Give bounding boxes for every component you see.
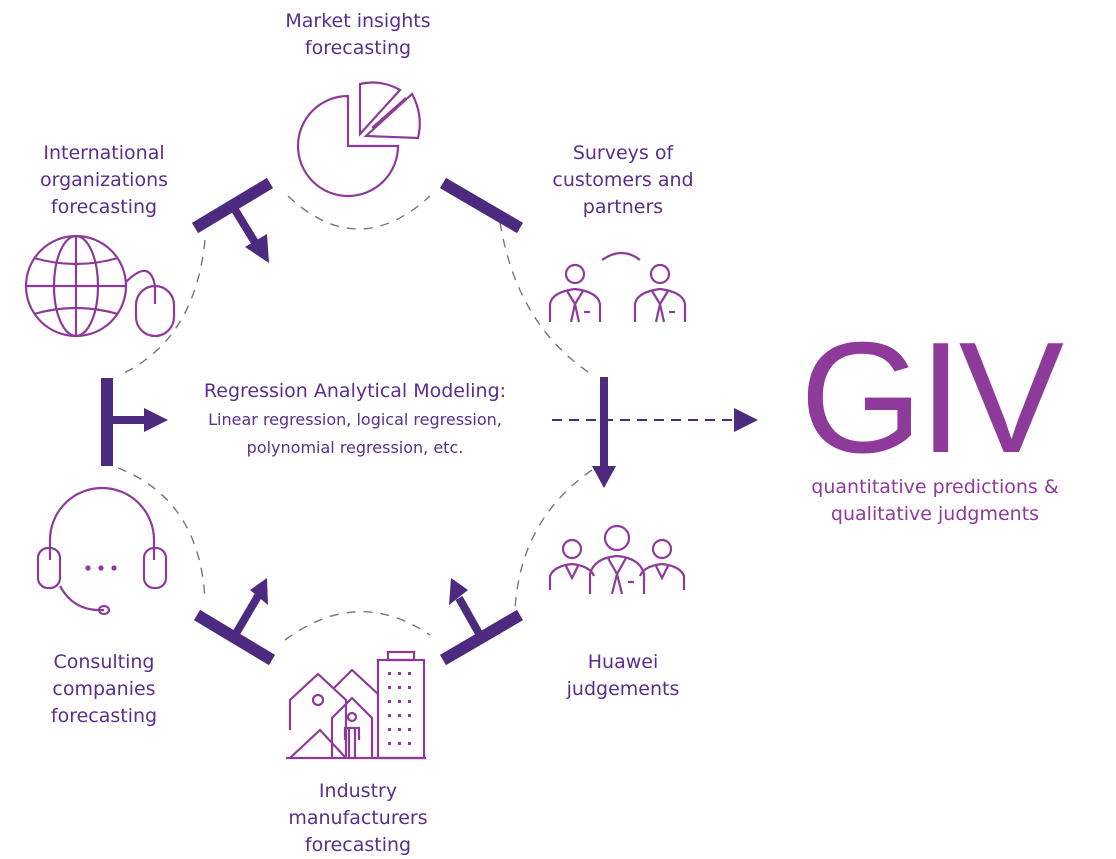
consulting-label-line-1: Consulting (53, 651, 155, 673)
arrow-bottom-right (439, 578, 524, 666)
industry-label-line-3: forecasting (304, 834, 412, 856)
surveys-label: Surveys of customers and partners (518, 140, 728, 221)
arrow-bottom-left (193, 578, 276, 666)
group-people-icon (548, 524, 686, 595)
international-label-line-2: organizations (39, 169, 169, 191)
huawei-label: Huawei judgements (518, 649, 728, 703)
output-arrow (552, 408, 758, 432)
dashed-arc-right (514, 469, 593, 611)
regression-title: Regression Analytical Modeling: (203, 380, 507, 402)
international-label-line-1: International (43, 142, 165, 164)
surveys-label-line-3: partners (582, 196, 664, 218)
international-orgs-label: International organizations forecasting (0, 140, 208, 221)
industry-label-line-1: Industry (318, 780, 398, 802)
huawei-label-line-2: judgements (566, 678, 680, 700)
flow-arrows (101, 177, 616, 666)
dashed-cycle (117, 195, 593, 641)
dashed-arc-top-right (499, 221, 589, 373)
giv-subtitle-line-2: qualitative judgments (830, 503, 1040, 525)
two-people-icon (548, 251, 687, 323)
headset-icon (36, 486, 168, 616)
huawei-label-line-1: Huawei (587, 651, 659, 673)
buildings-icon (286, 650, 426, 760)
regression-methods-line-2: polynomial regression, etc. (246, 438, 464, 457)
arrow-left (101, 378, 168, 466)
arrow-top-left (191, 177, 274, 263)
market-label-line-1: Market insights (285, 10, 431, 32)
regression-methods-line-1: Linear regression, logical regression, (208, 410, 502, 429)
dashed-arc-bottom-left (117, 467, 206, 601)
arrow-top-right (439, 177, 524, 234)
surveys-label-line-1: Surveys of (572, 142, 674, 164)
giv-title: GIV (799, 310, 1064, 486)
industry-label-line-2: manufacturers (288, 807, 428, 829)
market-insights-label: Market insights forecasting (238, 8, 478, 62)
arrow-right (592, 377, 616, 488)
giv-subtitle-line-1: quantitative predictions & (811, 476, 1059, 498)
pie-chart-icon (296, 81, 421, 198)
consulting-label: Consulting companies forecasting (0, 649, 208, 730)
dashed-arc-bottom (284, 611, 431, 641)
consulting-label-line-3: forecasting (50, 705, 158, 727)
regression-model-box: Regression Analytical Modeling: Linear r… (150, 376, 560, 462)
market-label-line-2: forecasting (304, 37, 412, 59)
industry-label: Industry manufacturers forecasting (238, 778, 478, 859)
dashed-arc-top (287, 195, 431, 230)
dashed-arc-left (119, 239, 206, 376)
giv-subtitle: quantitative predictions & qualitative j… (780, 474, 1090, 528)
international-label-line-3: forecasting (50, 196, 158, 218)
globe-mouse-icon (24, 234, 176, 338)
consulting-label-line-2: companies (52, 678, 156, 700)
surveys-label-line-2: customers and (552, 169, 694, 191)
